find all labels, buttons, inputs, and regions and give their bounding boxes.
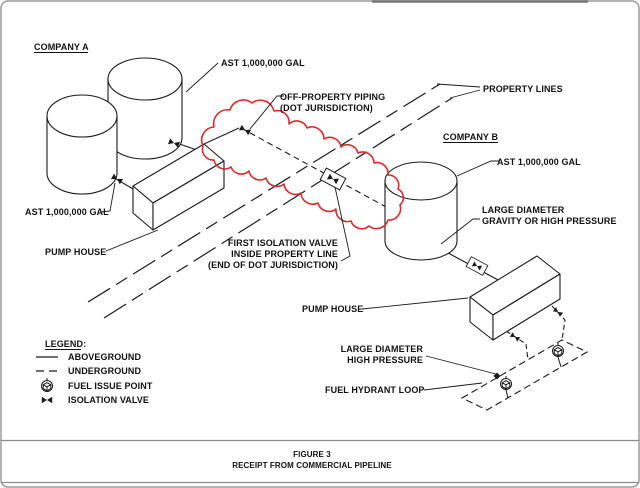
tank-b	[384, 161, 458, 261]
label-ast-left: AST 1,000,000 GAL	[25, 207, 109, 217]
leader-pump-house-b	[361, 297, 469, 310]
tank-a1	[46, 94, 118, 195]
legend-label-aboveground: ABOVEGROUND	[68, 352, 142, 362]
legend: LEGEND: ABOVEGROUND UNDERGROUND FUEL ISS…	[36, 339, 153, 405]
label-fuel-hydrant-loop: FUEL HYDRANT LOOP	[325, 385, 425, 395]
leader-ast-b	[456, 160, 500, 177]
revision-cloud	[200, 99, 405, 230]
pipe-drop-left	[505, 330, 529, 361]
label-pump-house-b: PUMP HOUSE	[302, 304, 363, 314]
label-first-isolation-line2: INSIDE PROPERTY LINE	[231, 249, 338, 259]
legend-title: LEGEND:	[45, 339, 86, 349]
label-ast-company-b: AST 1,000,000 GAL	[497, 157, 581, 167]
leader-large-high-pressure	[425, 355, 497, 375]
label-off-property-line2: (DOT JURISDICTION)	[280, 103, 373, 113]
labels-group: COMPANY A COMPANY B AST 1,000,000 GAL AS…	[25, 42, 617, 395]
legend-label-fuel-issue-point: FUEL ISSUE POINT	[68, 381, 153, 391]
pump-house-b-shape	[469, 255, 561, 341]
pump-house-b-front-face	[492, 273, 561, 341]
leader-ast-left	[100, 182, 116, 213]
leader-pump-house-a	[105, 229, 159, 252]
fuel-hydrant-loop-piping	[460, 339, 589, 411]
label-large-hp-line1: LARGE DIAMETER	[341, 344, 424, 354]
figure-title: RECEIPT FROM COMMERCIAL PIPELINE	[232, 461, 392, 470]
label-large-hp-line2: HIGH PRESSURE	[347, 355, 423, 365]
fuel-issue-point-1-stem	[557, 356, 562, 368]
property-line-1	[87, 83, 441, 303]
leader-fuel-hydrant-loop	[423, 382, 483, 391]
leader-property-line-1	[436, 83, 481, 88]
legend-label-underground: UNDERGROUND	[68, 366, 142, 376]
label-large-gravity-line1: LARGE DIAMETER	[482, 205, 565, 215]
pipe-underground-off-property	[240, 127, 389, 209]
label-first-isolation-line3: (END OF DOT JURISDICTION)	[208, 260, 338, 270]
tank-a2	[107, 57, 183, 160]
figure-number: FIGURE 3	[293, 450, 331, 459]
pipe-drop-right	[551, 305, 566, 341]
fuel-issue-point-2-stem	[505, 389, 509, 399]
leader-ast-top	[185, 62, 219, 93]
leader-off-property	[249, 95, 284, 130]
leader-large-gravity	[440, 218, 480, 245]
pipe-pump-house-a-to-property-line	[203, 127, 240, 145]
property-lines-group	[87, 83, 453, 319]
label-ast-top: AST 1,000,000 GAL	[221, 58, 305, 68]
leader-first-isolation-valve	[334, 186, 351, 262]
company-a-heading: COMPANY A	[34, 42, 89, 52]
company-b-heading: COMPANY B	[443, 132, 498, 142]
label-large-gravity-line2: GRAVITY OR HIGH PRESSURE	[482, 216, 617, 226]
legend-label-isolation-valve: ISOLATION VALVE	[68, 395, 149, 405]
label-off-property-line1: OFF-PROPERTY PIPING	[280, 92, 385, 102]
leader-lines-group	[100, 62, 500, 391]
label-pump-house-a: PUMP HOUSE	[45, 247, 106, 257]
label-property-lines: PROPERTY LINES	[483, 84, 563, 94]
fuel-issue-points-group	[500, 342, 564, 399]
property-line-2	[103, 97, 453, 319]
pump-house-a-shape	[132, 143, 225, 231]
pump-house-a-front-face	[152, 160, 225, 231]
leader-property-line-2	[449, 89, 481, 99]
label-first-isolation-line1: FIRST ISOLATION VALVE	[228, 238, 338, 248]
